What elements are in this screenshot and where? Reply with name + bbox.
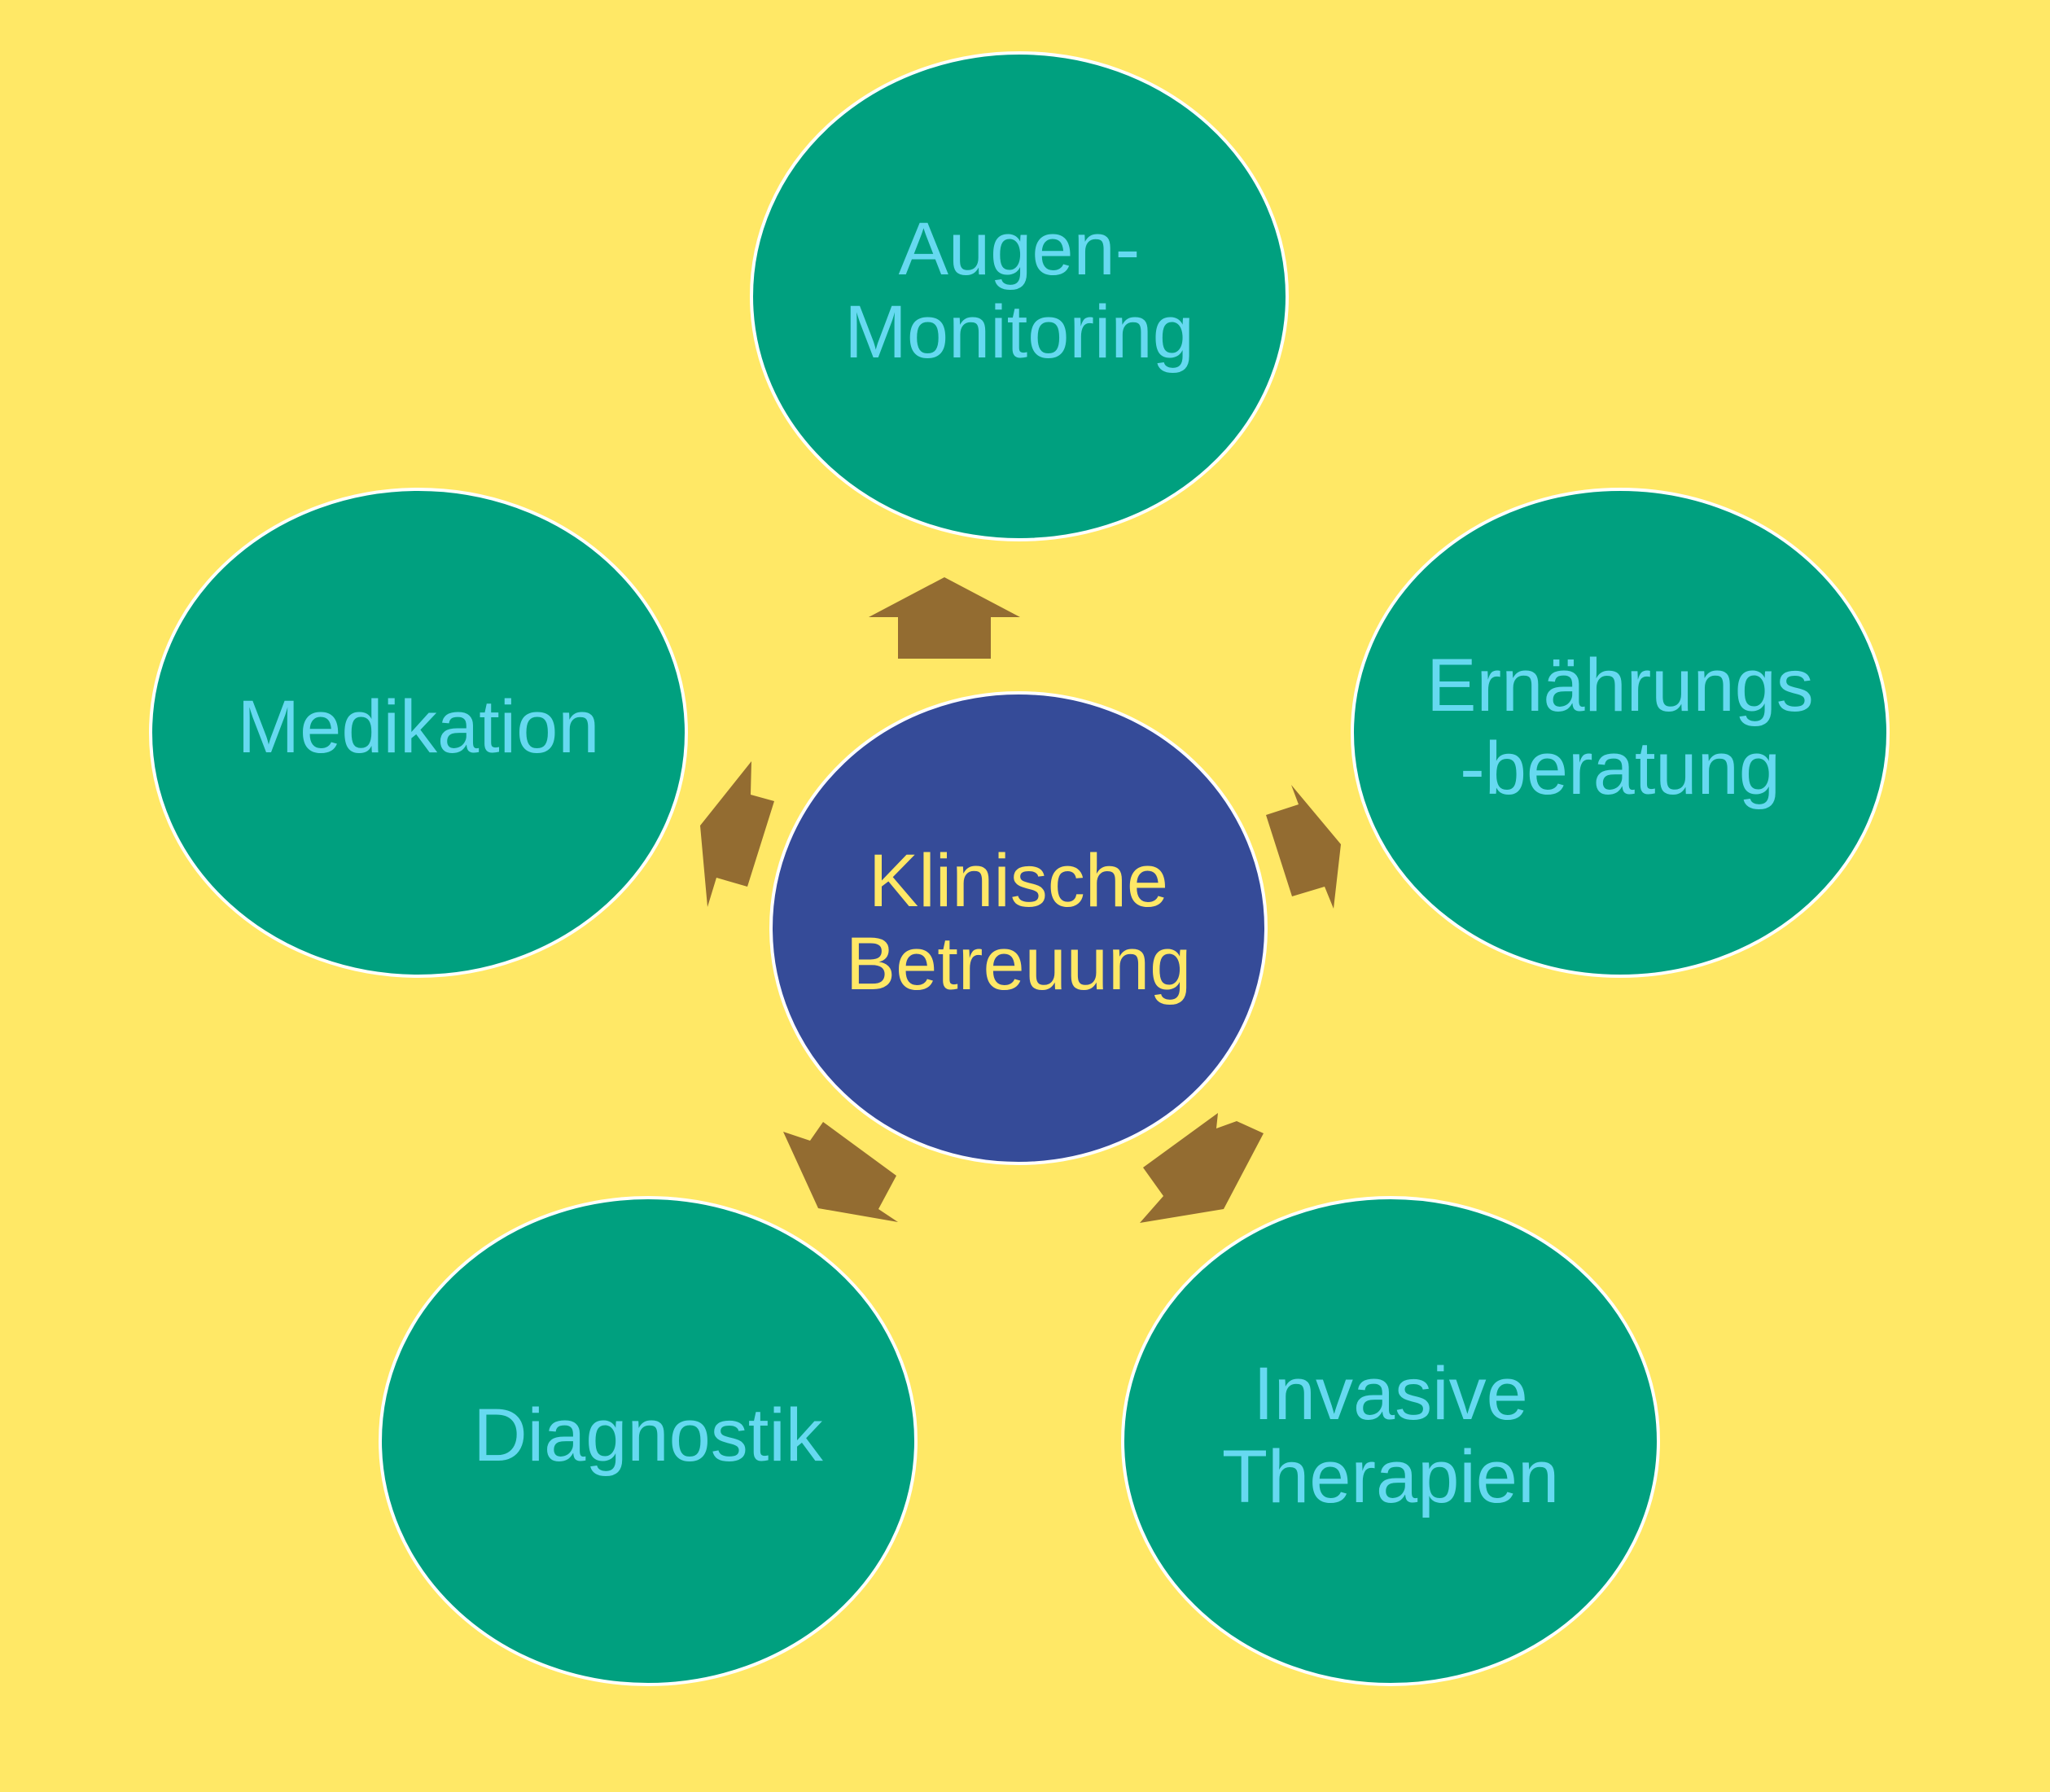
label-line: Betreuung: [846, 922, 1192, 1006]
diagnostik-ellipse: [379, 1196, 918, 1686]
arrow-to-augen-monitoring: [869, 577, 1020, 659]
medikation-label: Medikation: [238, 686, 600, 769]
node-augen-monitoring: Augen-Monitoring: [750, 51, 1289, 541]
medikation-ellipse: [149, 488, 688, 978]
arrow-to-medikation: [700, 761, 774, 907]
label-line: Therapien: [1222, 1435, 1559, 1518]
label-line: Invasive: [1253, 1352, 1528, 1435]
label-line: Monitoring: [844, 291, 1194, 374]
label-line: Ernährungs: [1426, 644, 1814, 727]
node-diagnostik: Diagnostik: [379, 1196, 918, 1686]
ernaehrungsberatung-ellipse: [1351, 488, 1890, 978]
center-ellipse: [769, 691, 1268, 1165]
arrow-to-diagnostik: [783, 1122, 898, 1222]
diagnostik-label: Diagnostik: [473, 1394, 824, 1477]
node-ernaehrungsberatung: Ernährungs-beratung: [1351, 488, 1890, 978]
arrow-to-invasive-therapien: [1140, 1113, 1264, 1223]
arrow-to-ernaehrungsberatung: [1266, 785, 1341, 909]
arrows: [700, 577, 1341, 1223]
ernaehrungsberatung-label: Ernährungs-beratung: [1426, 644, 1814, 810]
node-medikation: Medikation: [149, 488, 688, 978]
label-line: Diagnostik: [473, 1394, 824, 1477]
label-line: Augen-: [899, 208, 1141, 291]
invasive-therapien-ellipse: [1121, 1196, 1660, 1686]
label-line: Klinische: [869, 839, 1168, 922]
augen-monitoring-label: Augen-Monitoring: [844, 208, 1194, 374]
label-line: Medikation: [238, 686, 600, 769]
augen-monitoring-ellipse: [750, 51, 1289, 541]
label-line: -beratung: [1460, 727, 1781, 810]
